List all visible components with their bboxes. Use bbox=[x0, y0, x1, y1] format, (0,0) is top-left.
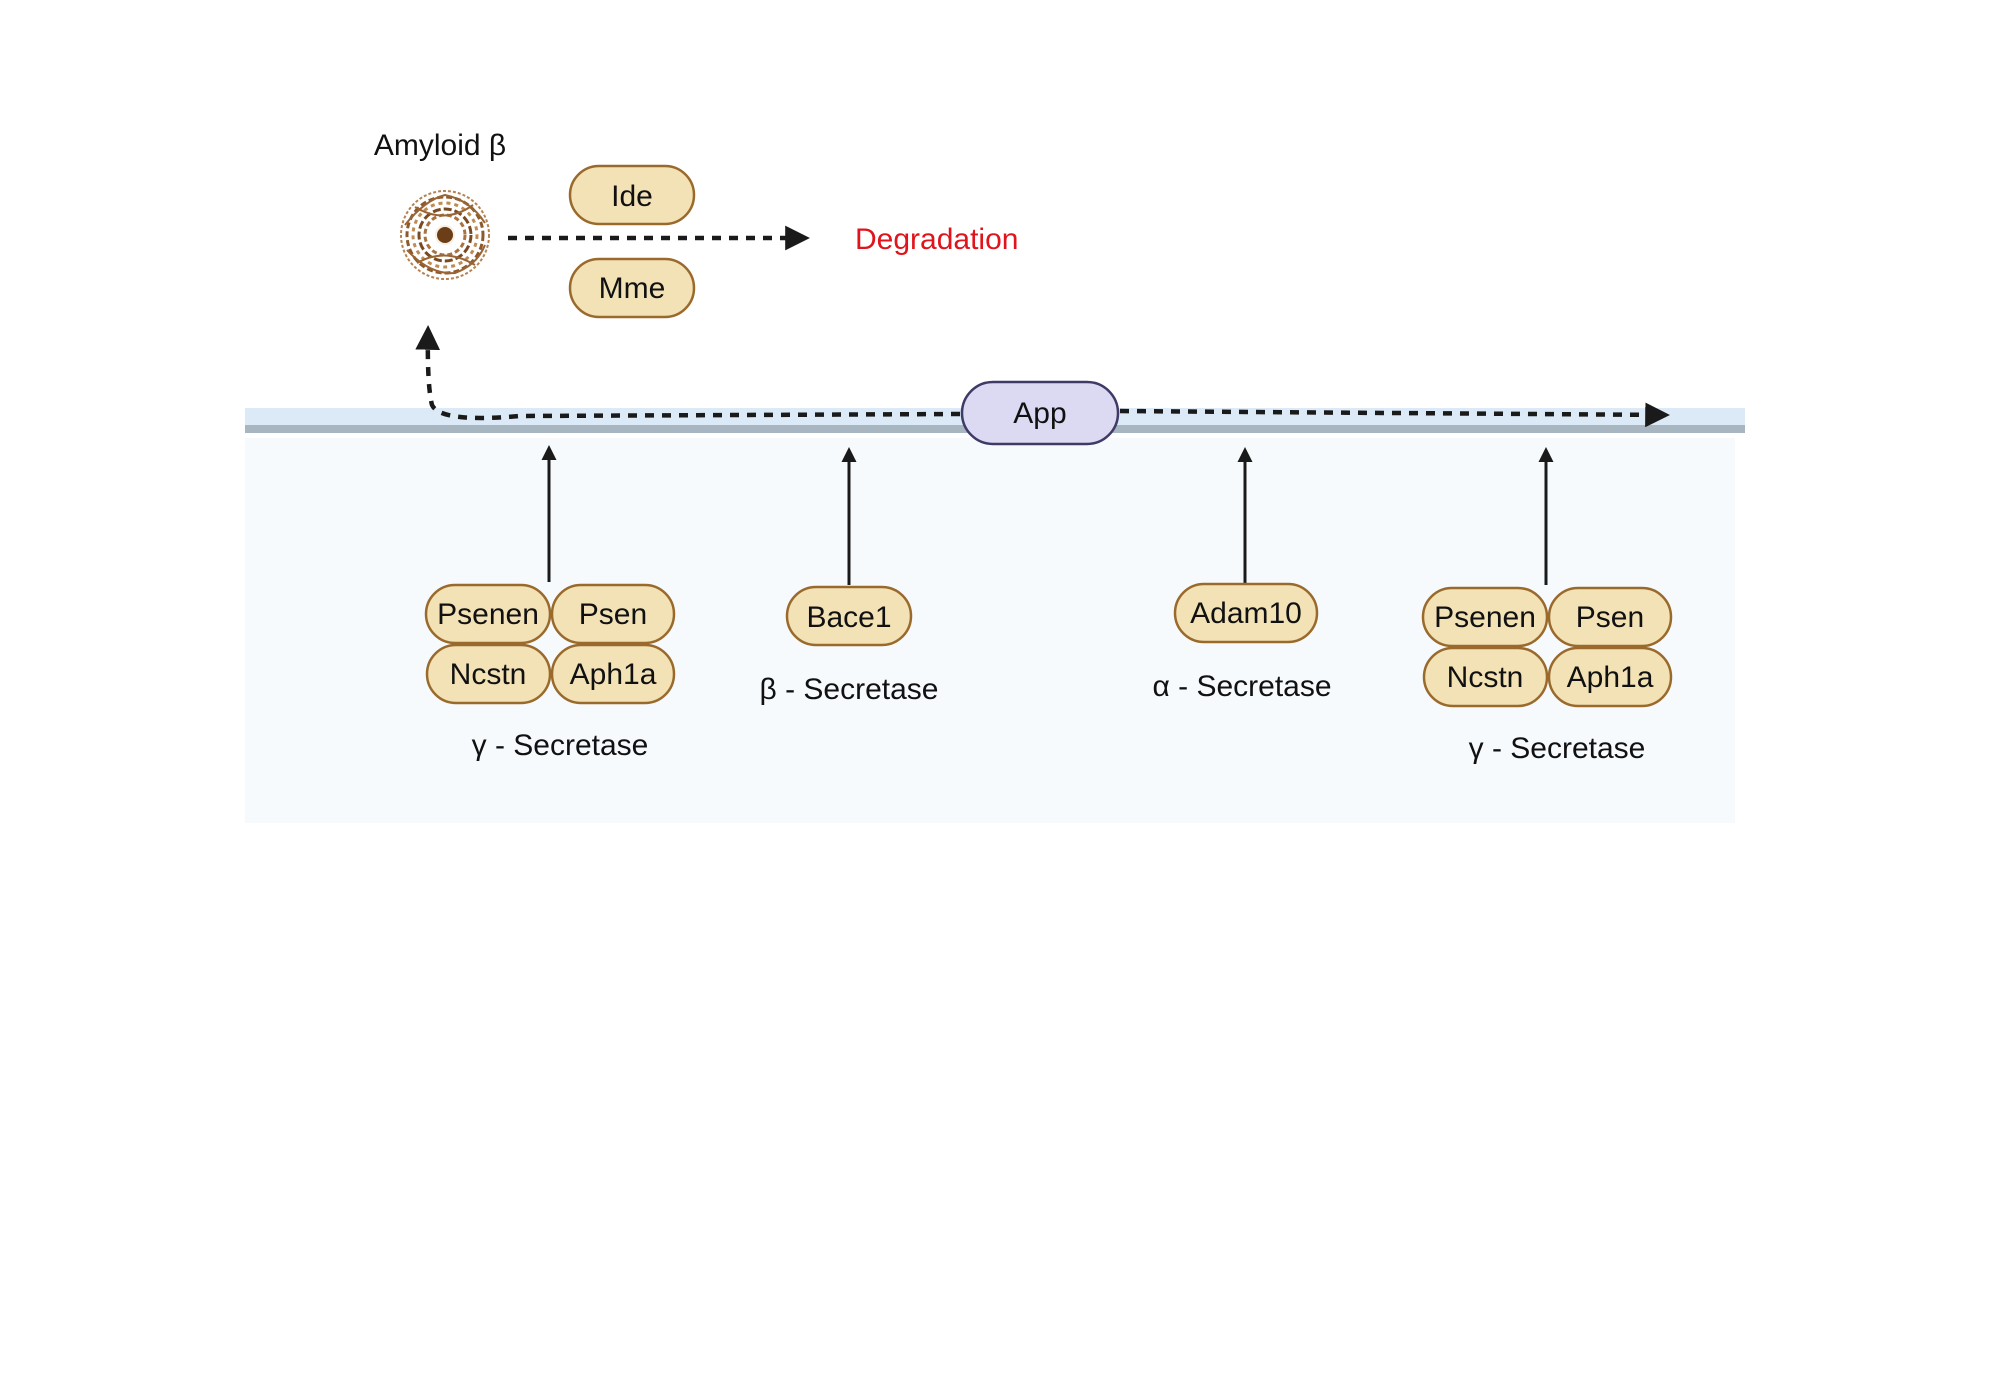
ncstn-subunit-label: Ncstn bbox=[450, 658, 527, 691]
degradation-label: Degradation bbox=[855, 223, 1018, 256]
psen-subunit bbox=[550, 583, 676, 645]
psen-subunit bbox=[1547, 586, 1673, 648]
bace1-enzyme-label: Bace1 bbox=[806, 601, 891, 634]
psenen-subunit bbox=[1421, 586, 1549, 648]
mme-enzyme-pill bbox=[568, 257, 696, 319]
ncstn-subunit bbox=[1422, 646, 1549, 708]
aph1a-subunit bbox=[550, 643, 676, 705]
psenen-subunit-label: Psenen bbox=[1434, 601, 1536, 634]
ncstn-subunit-label: Ncstn bbox=[1447, 661, 1524, 694]
psenen-subunit-label: Psenen bbox=[437, 598, 539, 631]
aph1a-subunit-label: Aph1a bbox=[1567, 661, 1654, 694]
psen-subunit-label: Psen bbox=[579, 598, 647, 631]
app-protein-label: App bbox=[1013, 397, 1066, 430]
gamma-secretase-complex-right: Psenen Psen Ncstn Aph1a bbox=[1421, 586, 1673, 708]
app-to-amyloid-arrow bbox=[415, 325, 961, 421]
psen-subunit-label: Psen bbox=[1576, 601, 1644, 634]
mme-enzyme-label: Mme bbox=[599, 272, 666, 305]
adam10-enzyme-pill bbox=[1173, 582, 1319, 644]
amyloid-beta-label: Amyloid β bbox=[374, 129, 506, 162]
app-to-right-arrow bbox=[1119, 402, 1670, 428]
alpha-secretase-label: α - Secretase bbox=[1152, 670, 1331, 703]
ide-enzyme-label: Ide bbox=[611, 180, 653, 213]
app-protein-pill bbox=[960, 380, 1120, 446]
ncstn-subunit bbox=[425, 643, 552, 705]
beta-secretase-label: β - Secretase bbox=[760, 673, 939, 706]
ide-enzyme-pill bbox=[568, 164, 696, 226]
aph1a-subunit bbox=[1547, 646, 1673, 708]
psenen-subunit bbox=[424, 583, 552, 645]
gamma-secretase-complex-left: Psenen Psen Ncstn Aph1a bbox=[424, 583, 676, 705]
gamma-secretase-right-label: γ - Secretase bbox=[1469, 732, 1646, 765]
bace1-enzyme-pill bbox=[785, 585, 913, 647]
gamma-secretase-left-label: γ - Secretase bbox=[472, 729, 649, 762]
adam10-enzyme-label: Adam10 bbox=[1190, 597, 1302, 630]
aph1a-subunit-label: Aph1a bbox=[570, 658, 657, 691]
amyloid-plaque-icon bbox=[400, 190, 490, 280]
